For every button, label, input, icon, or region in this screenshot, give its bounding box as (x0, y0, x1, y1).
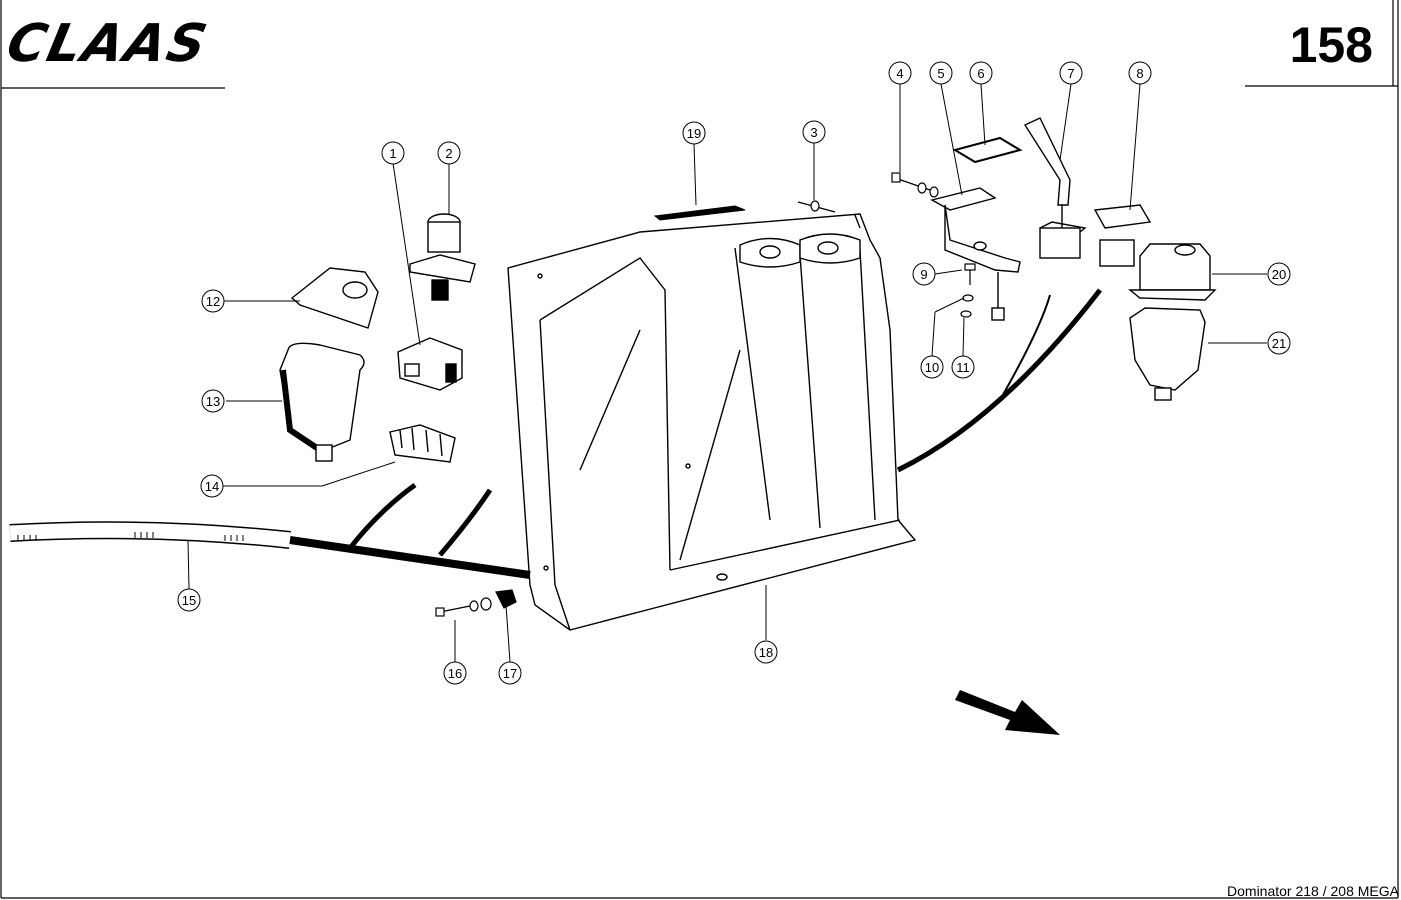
svg-text:18: 18 (759, 645, 773, 660)
bolt-4 (891, 172, 939, 198)
svg-text:4: 4 (896, 66, 903, 81)
svg-text:21: 21 (1272, 336, 1286, 351)
svg-text:1: 1 (389, 146, 396, 161)
callout-2: 2 (437, 141, 461, 165)
knob-2 (409, 213, 476, 301)
callout-20: 20 (1267, 262, 1291, 286)
mounting-panel (507, 213, 917, 631)
callout-4: 4 (888, 61, 912, 85)
svg-text:16: 16 (448, 666, 462, 681)
svg-text:19: 19 (687, 126, 701, 141)
lever-7 (1023, 117, 1087, 259)
switch-1 (397, 337, 463, 391)
cover-12 (290, 267, 379, 329)
housing-13 (279, 342, 365, 462)
svg-text:5: 5 (937, 66, 944, 81)
callout-17: 17 (498, 661, 522, 685)
page-number: 158 (1289, 17, 1373, 73)
callout-group: 1 2 3 4 5 6 7 8 9 10 11 12 13 14 15 16 1… (177, 61, 1291, 685)
main-cable (9, 288, 1102, 579)
callout-5: 5 (929, 61, 953, 85)
screw-washers-9-11 (960, 263, 976, 318)
svg-text:3: 3 (810, 125, 817, 140)
svg-text:6: 6 (977, 66, 984, 81)
callout-19: 19 (682, 121, 706, 145)
fasteners-16-17 (435, 589, 517, 617)
model-label: Dominator 218 / 208 MEGA (1227, 883, 1399, 899)
callout-18: 18 (754, 640, 778, 664)
svg-text:20: 20 (1272, 267, 1286, 282)
callout-11: 11 (951, 355, 975, 379)
callout-6: 6 (969, 61, 993, 85)
svg-text:12: 12 (206, 294, 220, 309)
svg-text:17: 17 (503, 666, 517, 681)
svg-text:11: 11 (956, 360, 970, 375)
callout-9: 9 (912, 262, 936, 286)
bracket-5 (930, 187, 1021, 321)
gasket-6 (952, 136, 1023, 164)
callout-1: 1 (381, 141, 405, 165)
callout-12: 12 (201, 289, 225, 313)
callout-8: 8 (1128, 61, 1152, 85)
relay-20 (1128, 243, 1217, 301)
holder-21 (1129, 307, 1206, 401)
callout-3: 3 (802, 120, 826, 144)
svg-text:9: 9 (920, 267, 927, 282)
callout-7: 7 (1059, 61, 1083, 85)
callout-15: 15 (177, 588, 201, 612)
callout-21: 21 (1267, 331, 1291, 355)
direction-arrow-icon (955, 690, 1060, 735)
svg-text:2: 2 (445, 146, 452, 161)
connector-block-14 (389, 424, 456, 463)
svg-text:8: 8 (1136, 66, 1143, 81)
svg-text:13: 13 (206, 394, 220, 409)
callout-16: 16 (443, 661, 467, 685)
screw-3 (797, 200, 836, 213)
callout-13: 13 (201, 389, 225, 413)
callout-10: 10 (920, 355, 944, 379)
cover-8 (1093, 204, 1152, 267)
svg-text:14: 14 (205, 479, 219, 494)
svg-text:7: 7 (1067, 66, 1074, 81)
svg-text:10: 10 (925, 360, 939, 375)
callout-14: 14 (200, 474, 224, 498)
trim-strip (653, 205, 746, 221)
svg-text:15: 15 (182, 593, 196, 608)
